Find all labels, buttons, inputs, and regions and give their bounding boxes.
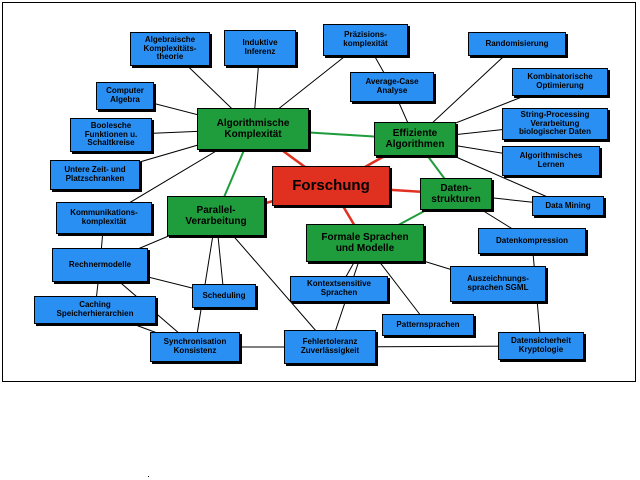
patternsprachen-node[interactable]: Patternsprachen: [382, 314, 474, 336]
link-n-pv-s-syn: [194, 215, 217, 348]
average-case-analyse-node[interactable]: Average-Case Analyse: [350, 72, 434, 102]
auszeichnungssprachen-node[interactable]: Auszeichnungs- sprachen SGML: [450, 266, 546, 302]
parallelverarbeitung-node[interactable]: Parallel- Verarbeitung: [167, 196, 265, 236]
link-n-pv-s-fehl: [215, 215, 331, 348]
kombinatorische-optimierung-node[interactable]: Kombinatorische Optimierung: [512, 68, 608, 96]
kommunikationskomplexitaet-node[interactable]: Kommunikations- komplexität: [56, 202, 152, 234]
algorithmisches-lernen-node[interactable]: Algorithmisches Lernen: [502, 146, 600, 176]
computer-algebra-node[interactable]: Computer Algebra: [96, 82, 154, 110]
fehlertoleranz-node[interactable]: Fehlertoleranz Zuverlässigkeit: [284, 330, 376, 364]
boolesche-funktionen-node[interactable]: Boolesche Funktionen u. Schaltkreise: [70, 118, 152, 152]
algebraische-komplexitaet-node[interactable]: Algebraische Komplexitäts- theorie: [130, 32, 210, 66]
kontextsensitive-sprachen-node[interactable]: Kontextsensitive Sprachen: [290, 276, 388, 302]
caching-speicherhierarchien-node[interactable]: Caching Speicherhierarchien: [34, 296, 156, 324]
string-processing-node[interactable]: String-Processing Verarbeitung biologisc…: [502, 108, 608, 140]
rechnermodelle-node[interactable]: Rechnermodelle: [52, 248, 148, 282]
untere-zeit-platzschranken-node[interactable]: Untere Zeit- und Platzschranken: [50, 160, 140, 190]
datenkompression-node[interactable]: Datenkompression: [478, 228, 586, 254]
datenstrukturen-node[interactable]: Daten- strukturen: [420, 178, 492, 210]
synchronisation-konsistenz-node[interactable]: Synchronisation Konsistenz: [150, 332, 240, 362]
praezisionskomplexitaet-node[interactable]: Präzisions- komplexität: [323, 24, 408, 56]
stray-dot: [148, 476, 149, 477]
data-mining-node[interactable]: Data Mining: [532, 196, 604, 216]
effiziente-algorithmen-node[interactable]: Effiziente Algorithmen: [374, 122, 456, 156]
forschung-center-node[interactable]: Forschung: [272, 166, 390, 206]
algorithmische-komplexitaet-node[interactable]: Algorithmische Komplexität: [197, 108, 309, 150]
induktive-inferenz-node[interactable]: Induktive Inferenz: [224, 30, 296, 66]
randomisierung-node[interactable]: Randomisierung: [468, 32, 566, 56]
datensicherheit-node[interactable]: Datensicherheit Kryptologie: [498, 332, 584, 360]
scheduling-node[interactable]: Scheduling: [192, 284, 256, 308]
formale-sprachen-node[interactable]: Formale Sprachen und Modelle: [306, 224, 424, 262]
